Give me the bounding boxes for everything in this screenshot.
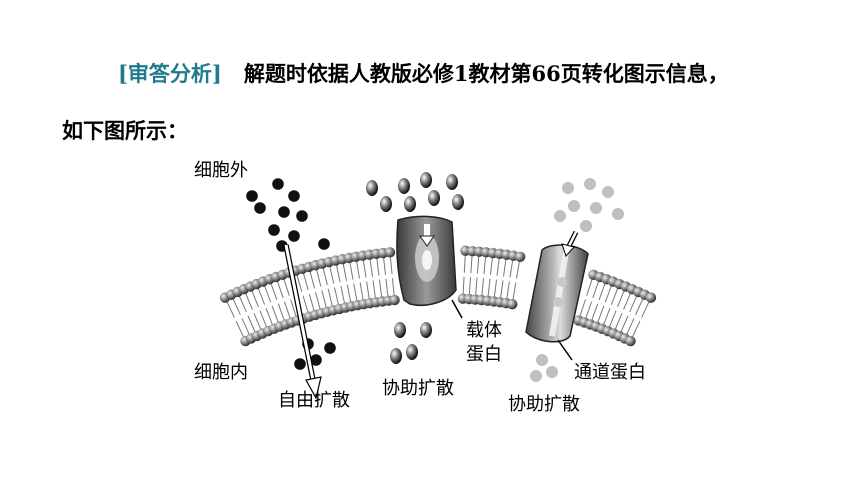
solute-black: [254, 202, 266, 214]
solute-gray: [580, 220, 592, 232]
solute-capsule: [398, 178, 410, 194]
solute-capsule: [404, 196, 416, 212]
analysis-tag: [审答分析]: [118, 61, 222, 86]
solute-gray: [602, 186, 614, 198]
solute-gray: [584, 178, 596, 190]
solute-gray: [530, 370, 542, 382]
analysis-continuation: 如下图所示：: [62, 118, 188, 143]
free-diffusion-label: 自由扩散: [278, 390, 350, 411]
analysis-text: 解题时依据人教版必修1教材第66页转化图示信息，: [243, 61, 729, 86]
lipid-head: [514, 251, 526, 262]
solute-black: [278, 206, 290, 218]
lipid-head: [384, 247, 396, 258]
molecules: [246, 172, 624, 382]
solute-gray: [554, 210, 566, 222]
solute-black: [288, 230, 300, 242]
solute-capsule: [420, 172, 432, 188]
outside-label: 细胞外: [194, 160, 248, 181]
solute-gray: [568, 200, 580, 212]
solute-black: [296, 210, 308, 222]
channel-protein-label: 通道蛋白: [574, 362, 646, 383]
carrier-protein-label-2: 蛋白: [466, 344, 502, 365]
solute-capsule: [390, 348, 402, 364]
membrane-transport-figure: 细胞外 细胞内 载体 蛋白 通道蛋白 自由扩散 协助扩散 协助扩散: [190, 150, 680, 420]
solute-black: [324, 342, 336, 354]
solute-black: [310, 354, 322, 366]
solute-black: [294, 358, 306, 370]
lipid-head: [389, 294, 400, 306]
free-diffusion-arrow: [283, 244, 322, 400]
solute-capsule: [446, 174, 458, 190]
facilitated-diffusion-channel-label: 协助扩散: [508, 394, 580, 415]
solute-capsule: [366, 180, 378, 196]
phospholipid-bilayer: [219, 245, 657, 347]
lipid-head: [507, 298, 518, 310]
inside-label: 细胞内: [194, 362, 248, 383]
channel-protein: [525, 230, 589, 343]
carrier-pointer: [451, 299, 463, 319]
solute-gray: [612, 208, 624, 220]
solute-gray: [546, 366, 558, 378]
solute-capsule: [420, 322, 432, 338]
solute-black: [272, 178, 284, 190]
solute-capsule: [428, 190, 440, 206]
facilitated-diffusion-carrier-label: 协助扩散: [382, 378, 454, 399]
solute-capsule: [452, 194, 464, 210]
solute-black: [246, 190, 258, 202]
carrier-protein-label-1: 载体: [466, 320, 502, 341]
channel-pointer: [557, 339, 573, 361]
solute-gray: [536, 354, 548, 366]
solute-black: [288, 190, 300, 202]
analysis-line: [审答分析] 解题时依据人教版必修1教材第66页转化图示信息，: [118, 58, 729, 88]
solute-capsule: [406, 344, 418, 360]
carrier-protein: [396, 215, 457, 306]
lipid-head: [645, 292, 657, 303]
solute-gray: [562, 182, 574, 194]
solute-black: [268, 224, 280, 236]
solute-gray: [590, 202, 602, 214]
lipid-head: [625, 335, 636, 347]
solute-capsule: [380, 196, 392, 212]
solute-black: [318, 238, 330, 250]
membrane-diagram: [219, 172, 657, 400]
solute-capsule: [394, 322, 406, 338]
